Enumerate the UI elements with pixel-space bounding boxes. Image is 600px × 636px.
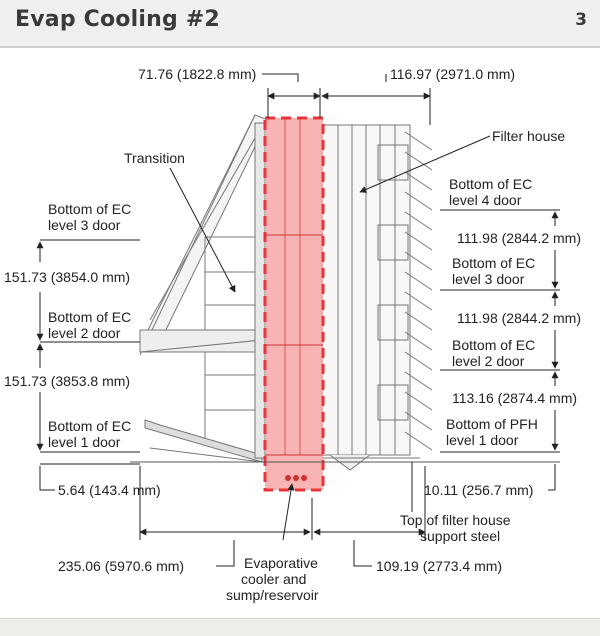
dim-right-bottom: 10.11 (256.7 mm) (424, 482, 533, 498)
dim-top-left: 71.76 (1822.8 mm) (138, 66, 256, 82)
dim-right-2: 111.98 (2844.2 mm) (457, 310, 581, 326)
label-evap-cooler-line3: sump/reservoir (226, 587, 319, 603)
page-title: Evap Cooling #2 (15, 7, 220, 32)
label-bottom-ec-level2-left-line1: Bottom of EC (48, 309, 131, 325)
label-support-steel-line2: support steel (420, 528, 500, 544)
label-support-steel-line1: Top of filter house (400, 512, 511, 528)
label-filter-house: Filter house (492, 128, 565, 144)
label-bottom-ec-level1-line2: level 1 door (48, 434, 121, 450)
dim-right-3: 113.16 (2874.4 mm) (452, 390, 577, 406)
diagram-labels: 71.76 (1822.8 mm) 116.97 (2971.0 mm) Fil… (4, 66, 581, 603)
dim-left-1: 151.73 (3854.0 mm) (4, 269, 130, 285)
label-bottom-ec-level2-left-line2: level 2 door (48, 325, 121, 341)
label-bottom-ec-level3-left-line2: level 3 door (48, 217, 121, 233)
label-evap-cooler-line2: cooler and (241, 571, 306, 587)
evap-cooling-elevation-diagram: 71.76 (1822.8 mm) 116.97 (2971.0 mm) Fil… (4, 66, 581, 603)
footer-bar (0, 618, 600, 636)
transition-duct (139, 114, 269, 463)
title-divider (0, 46, 600, 48)
label-bottom-ec-level3-right-line2: level 3 door (452, 271, 525, 287)
page-number: 3 (575, 10, 587, 30)
dim-left-2: 151.73 (3853.8 mm) (4, 373, 130, 389)
dim-right-1: 111.98 (2844.2 mm) (457, 230, 581, 246)
filter-house (321, 124, 433, 471)
dim-bottom-left: 235.06 (5970.6 mm) (58, 558, 184, 574)
diagram-area: 71.76 (1822.8 mm) 116.97 (2971.0 mm) Fil… (0, 48, 600, 618)
dim-top-right: 116.97 (2971.0 mm) (390, 66, 515, 82)
label-transition: Transition (124, 150, 185, 166)
label-bottom-ec-level4-line2: level 4 door (449, 192, 522, 208)
label-bottom-pfh-level1-line1: Bottom of PFH (446, 416, 538, 432)
dimension-lines (36, 73, 560, 567)
label-bottom-ec-level3-left-line1: Bottom of EC (48, 201, 131, 217)
label-bottom-ec-level1-line1: Bottom of EC (48, 418, 131, 434)
dim-bottom-right: 109.19 (2773.4 mm) (376, 558, 502, 574)
title-bar: Evap Cooling #2 3 (0, 0, 600, 46)
label-bottom-ec-level2-right-line2: level 2 door (452, 353, 525, 369)
label-evap-cooler-line1: Evaporative (244, 555, 318, 571)
label-bottom-pfh-level1-line2: level 1 door (446, 432, 519, 448)
label-bottom-ec-level4-line1: Bottom of EC (449, 176, 532, 192)
evap-cooler-highlight (263, 116, 325, 492)
label-bottom-ec-level3-right-line1: Bottom of EC (452, 255, 535, 271)
dim-left-bottom: 5.64 (143.4 mm) (58, 482, 161, 498)
label-bottom-ec-level2-right-line1: Bottom of EC (452, 337, 535, 353)
